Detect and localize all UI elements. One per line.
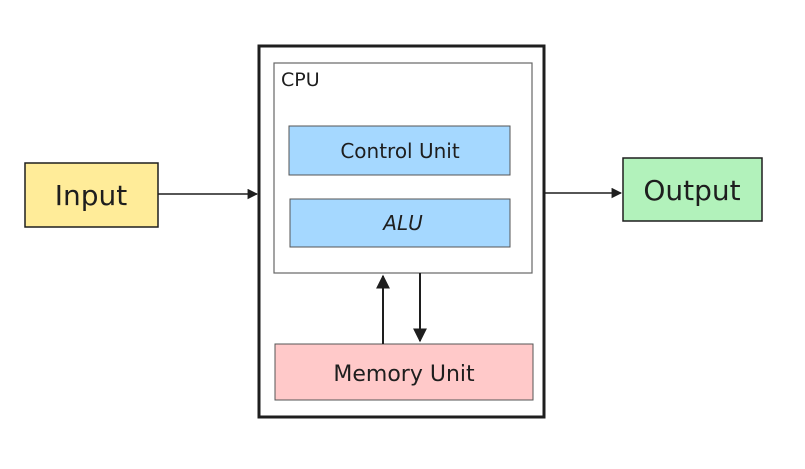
- alu-box: [289, 198, 511, 248]
- output-node[interactable]: Output: [622, 157, 763, 222]
- input-box: [24, 162, 159, 228]
- alu-label: ALU: [381, 211, 423, 235]
- memory-unit-label: Memory Unit: [333, 362, 475, 387]
- control-unit-node[interactable]: Control Unit: [288, 125, 511, 176]
- control-unit-label: Control Unit: [340, 139, 460, 163]
- cpu-label: CPU: [281, 69, 320, 91]
- memory-unit-box: [274, 343, 534, 401]
- output-box: [622, 157, 763, 222]
- input-label: Input: [55, 179, 128, 212]
- output-label: Output: [643, 174, 740, 207]
- alu-node[interactable]: ALU: [289, 198, 511, 248]
- input-node[interactable]: Input: [24, 162, 159, 228]
- memory-unit-node[interactable]: Memory Unit: [274, 343, 534, 401]
- control-unit-box: [288, 125, 511, 176]
